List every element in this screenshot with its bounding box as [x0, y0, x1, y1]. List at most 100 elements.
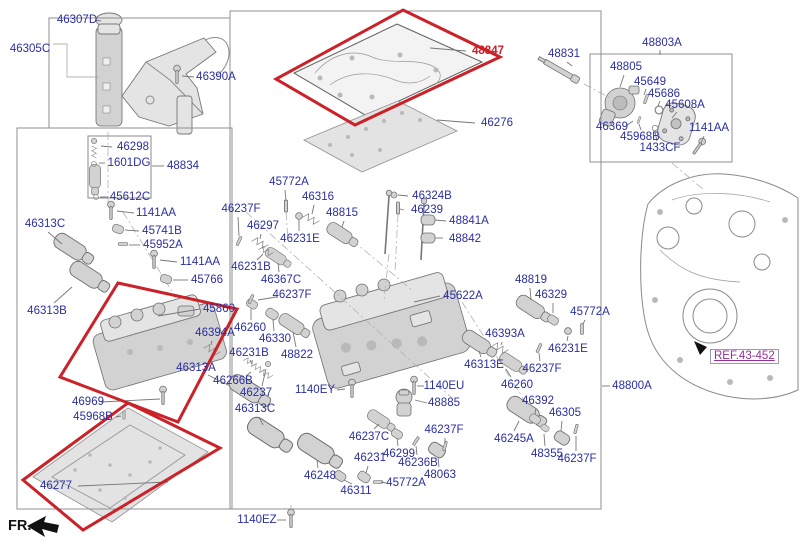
part-label-1433CF[interactable]: 1433CF [639, 142, 681, 154]
part-label-46313A[interactable]: 46313A [176, 362, 216, 374]
part-label-46329[interactable]: 46329 [535, 289, 567, 301]
part-label-46231B[interactable]: 46231B [231, 261, 271, 273]
part-label-46969[interactable]: 46969 [72, 396, 104, 408]
part-label-48834[interactable]: 48834 [167, 160, 199, 172]
leader-line [638, 123, 642, 131]
part-label-46313C[interactable]: 46313C [234, 403, 276, 415]
part-label-46298[interactable]: 46298 [117, 141, 149, 153]
part-label-46305C[interactable]: 46305C [9, 43, 51, 55]
part-label-45968B[interactable]: 45968B [73, 411, 113, 423]
part-label-46237[interactable]: 46237 [240, 387, 272, 399]
part-label-46369[interactable]: 46369 [596, 121, 628, 133]
part-label-1141AA[interactable]: 1141AA [179, 256, 221, 268]
leader-line [429, 47, 467, 52]
part-label-45622A[interactable]: 45622A [443, 290, 483, 302]
part-label-48841A[interactable]: 48841A [449, 215, 489, 227]
part-label-46248[interactable]: 46248 [304, 470, 336, 482]
part-label-46239[interactable]: 46239 [411, 204, 443, 216]
part-label-46245A[interactable]: 46245A [494, 433, 534, 445]
part-label-46305[interactable]: 46305 [549, 407, 581, 419]
part-label-45968B[interactable]: 45968B [620, 131, 660, 143]
leader-line [77, 481, 169, 487]
gasket-46276-art [302, 100, 459, 173]
part-label-46237F[interactable]: 46237F [424, 424, 464, 436]
part-label-46237F[interactable]: 46237F [557, 453, 597, 465]
part-label-46311[interactable]: 46311 [340, 485, 372, 497]
part-label-48831[interactable]: 48831 [548, 48, 580, 60]
part-label-46297[interactable]: 46297 [247, 220, 279, 232]
part-label-1141AA[interactable]: 1141AA [688, 122, 730, 134]
part-label-48842[interactable]: 48842 [449, 233, 481, 245]
part-label-46260[interactable]: 46260 [234, 322, 266, 334]
part-label-48063[interactable]: 48063 [424, 469, 456, 481]
part-label-46330[interactable]: 46330 [259, 333, 291, 345]
part-label-46237C[interactable]: 46237C [348, 431, 390, 443]
part-label-45608A[interactable]: 45608A [665, 99, 705, 111]
part-label-48805[interactable]: 48805 [610, 61, 642, 73]
part-label-46307D[interactable]: 46307D [56, 14, 98, 26]
part-label-46277[interactable]: 46277 [40, 480, 72, 492]
part-label-1140EU[interactable]: 1140EU [423, 380, 465, 392]
part-label-46324B[interactable]: 46324B [412, 190, 452, 202]
part-glyph-pin [235, 235, 243, 247]
leader-line [566, 335, 569, 342]
part-label-46236B[interactable]: 46236B [398, 457, 438, 469]
part-label-45766[interactable]: 45766 [191, 274, 223, 286]
part-label-45772A[interactable]: 45772A [386, 477, 426, 489]
part-label-46231[interactable]: 46231 [354, 452, 386, 464]
part-label-46316[interactable]: 46316 [302, 191, 334, 203]
part-label-45741B[interactable]: 45741B [142, 225, 182, 237]
part-label-46299[interactable]: 46299 [383, 448, 415, 460]
part-label-45649[interactable]: 45649 [634, 76, 666, 88]
part-label-46393A[interactable]: 46393A [485, 328, 525, 340]
part-label-46390A[interactable]: 46390A [196, 71, 236, 83]
part-label-48847[interactable]: 48847 [472, 45, 504, 57]
part-label-46313C[interactable]: 46313C [24, 218, 66, 230]
part-glyph-sm [110, 222, 126, 236]
part-label-45772A[interactable]: 45772A [269, 176, 309, 188]
part-label-45686[interactable]: 45686 [648, 88, 680, 100]
part-glyph-spr [250, 361, 266, 375]
part-label-46231E[interactable]: 46231E [280, 233, 320, 245]
part-label-48819[interactable]: 48819 [515, 274, 547, 286]
part-label-1141AA[interactable]: 1141AA [135, 207, 177, 219]
part-label-46237F[interactable]: 46237F [522, 363, 562, 375]
leader-line [505, 368, 512, 378]
part-label-45860[interactable]: 45860 [203, 303, 235, 315]
part-label-46394A[interactable]: 46394A [195, 327, 235, 339]
part-glyph-scr [348, 378, 356, 398]
part-label-1140EZ[interactable]: 1140EZ [237, 514, 277, 526]
part-glyph-pin [535, 342, 543, 354]
leader-line [500, 341, 503, 346]
transmission-case-art [640, 173, 799, 400]
leader-line [311, 204, 315, 215]
leader-line [157, 308, 201, 317]
part-label-45772A[interactable]: 45772A [570, 306, 610, 318]
part-label-48815[interactable]: 48815 [326, 207, 358, 219]
ref-link[interactable]: REF.43-452 [710, 349, 779, 364]
part-label-1140EY[interactable]: 1140EY [294, 384, 336, 396]
part-label-46237F[interactable]: 46237F [272, 289, 312, 301]
part-label-46237F[interactable]: 46237F [221, 203, 261, 215]
part-label-46313B[interactable]: 46313B [27, 305, 67, 317]
part-label-46266B[interactable]: 46266B [213, 375, 253, 387]
part-label-46313E[interactable]: 46313E [464, 359, 504, 371]
part-label-46231E[interactable]: 46231E [548, 343, 588, 355]
part-label-48800A[interactable]: 48800A [612, 380, 652, 392]
part-label-45612C[interactable]: 45612C [109, 191, 151, 203]
part-label-1601DG[interactable]: 1601DG [107, 157, 151, 169]
part-label-46367C[interactable]: 46367C [260, 274, 302, 286]
part-label-46392[interactable]: 46392 [522, 395, 554, 407]
leader-line [272, 319, 275, 332]
part-label-46231B[interactable]: 46231B [229, 347, 269, 359]
part-label-45952A[interactable]: 45952A [143, 239, 183, 251]
part-label-48885[interactable]: 48885 [428, 397, 460, 409]
part-label-48822[interactable]: 48822 [281, 349, 313, 361]
part-glyph-sm [420, 214, 436, 226]
part-label-48355[interactable]: 48355 [531, 448, 563, 460]
part-label-46260[interactable]: 46260 [501, 379, 533, 391]
part-label-46276[interactable]: 46276 [481, 117, 513, 129]
part-label-48803A[interactable]: 48803A [642, 37, 682, 49]
